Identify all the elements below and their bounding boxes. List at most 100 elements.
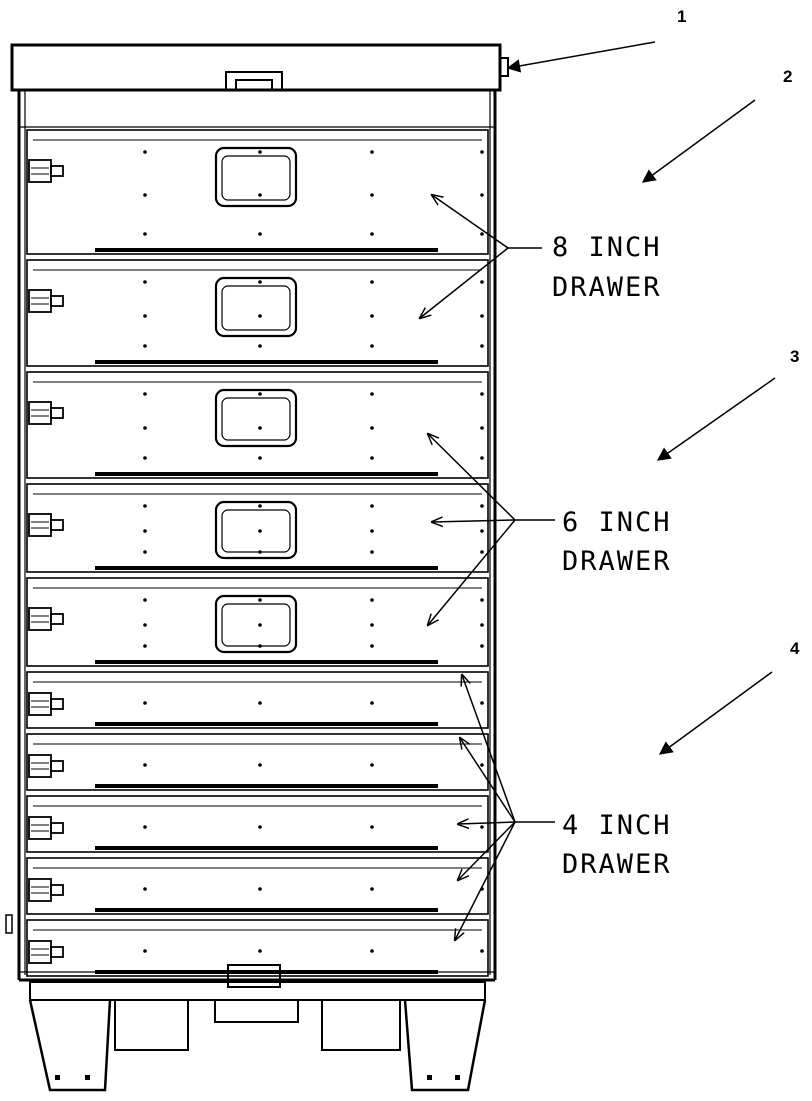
- leg-left-bolt-1: [55, 1075, 60, 1080]
- drawer-latch[interactable]: [28, 401, 52, 425]
- drawer-handle[interactable]: [214, 594, 298, 654]
- leg-left: [28, 999, 112, 1092]
- drawer-handle[interactable]: [214, 146, 298, 208]
- drawer[interactable]: [26, 671, 489, 729]
- drawer-latch[interactable]: [28, 754, 52, 778]
- drawer-rivet: [258, 598, 262, 602]
- callout-2: 2: [641, 67, 792, 183]
- drawer-handle-inner: [221, 155, 291, 201]
- drawer-rivet: [370, 825, 374, 829]
- drawer-front: [26, 795, 489, 853]
- drawer[interactable]: [26, 857, 489, 915]
- drawer-rivet: [480, 949, 484, 953]
- drawer-latch[interactable]: [28, 940, 52, 964]
- callout-3: 3: [656, 347, 799, 461]
- drawer-rivet: [258, 949, 262, 953]
- drawer[interactable]: [26, 795, 489, 853]
- drawer-rivet: [480, 456, 484, 460]
- leader-4in-5: [455, 821, 516, 940]
- drawer-rivet: [143, 644, 147, 648]
- drawer-label-8in-line2: DRAWER: [552, 272, 662, 303]
- drawer-rivet: [143, 949, 147, 953]
- drawer-front: [26, 733, 489, 791]
- drawer-rivet: [370, 887, 374, 891]
- drawer-rivet: [258, 193, 262, 197]
- drawer-rivet: [370, 456, 374, 460]
- drawer[interactable]: [26, 577, 489, 667]
- drawer-latch[interactable]: [28, 607, 52, 631]
- drawer-front: [26, 577, 489, 667]
- drawer-rivet: [258, 344, 262, 348]
- drawer-handle[interactable]: [214, 500, 298, 560]
- callout-3-arrow: [656, 377, 776, 461]
- base-center-left-foot: [114, 1000, 189, 1051]
- cabinet-body: [5, 43, 509, 982]
- callout-4-arrow: [658, 671, 773, 755]
- drawer-rivet: [258, 232, 262, 236]
- drawer-rivet: [258, 150, 262, 154]
- drawer-latch[interactable]: [28, 878, 52, 902]
- drawer-rivet: [258, 623, 262, 627]
- drawer-rivet: [480, 280, 484, 284]
- callout-1-number: 1: [677, 7, 686, 26]
- drawer-label-6in-line2: DRAWER: [562, 546, 672, 577]
- drawer-rivet: [480, 529, 484, 533]
- drawer-latch[interactable]: [28, 692, 52, 716]
- drawer-latch-tab: [50, 165, 64, 177]
- drawer-handle[interactable]: [214, 388, 298, 448]
- drawer-latch-tab: [50, 822, 64, 834]
- drawer-latch[interactable]: [28, 289, 52, 313]
- drawer-rivet: [480, 644, 484, 648]
- drawer[interactable]: [26, 919, 489, 977]
- drawer[interactable]: [26, 259, 489, 367]
- drawer-front: [26, 857, 489, 915]
- drawer-rivet: [143, 314, 147, 318]
- drawer-rivet: [143, 232, 147, 236]
- drawer-rivet: [370, 426, 374, 430]
- drawer-handle-inner: [221, 285, 291, 331]
- drawer-rivet: [370, 644, 374, 648]
- drawer-latch[interactable]: [28, 816, 52, 840]
- drawer[interactable]: [26, 371, 489, 479]
- drawer-rivet: [143, 392, 147, 396]
- callout-1: 1: [506, 7, 686, 73]
- drawer-rivet: [143, 456, 147, 460]
- drawer-rivet: [258, 701, 262, 705]
- drawer-rivet: [258, 644, 262, 648]
- drawer-latch[interactable]: [28, 159, 52, 183]
- drawer-rivet: [480, 344, 484, 348]
- drawer-rivet: [480, 193, 484, 197]
- drawer-rivet: [370, 504, 374, 508]
- drawer-rivet: [480, 426, 484, 430]
- drawer-latch[interactable]: [28, 513, 52, 537]
- drawer-front: [26, 919, 489, 977]
- drawer-rivet: [143, 598, 147, 602]
- callout-3-number: 3: [790, 347, 799, 366]
- cabinet-base: [28, 964, 487, 1092]
- leg-right-bolt-1: [427, 1075, 432, 1080]
- drawer[interactable]: [26, 129, 489, 255]
- drawer-front: [26, 483, 489, 573]
- leader-8in-lower: [420, 247, 509, 318]
- drawer-rivet: [480, 504, 484, 508]
- drawer-label-8in-line1: 8 INCH: [552, 232, 662, 263]
- drawer[interactable]: [26, 483, 489, 573]
- drawer[interactable]: [26, 733, 489, 791]
- drawer-rivet: [143, 280, 147, 284]
- drawer-handle[interactable]: [214, 276, 298, 338]
- cabinet-top-lid: [10, 43, 502, 92]
- drawer-rivet: [143, 701, 147, 705]
- drawer-rivet: [370, 193, 374, 197]
- drawer-rivet: [258, 825, 262, 829]
- drawer-rivet: [480, 825, 484, 829]
- drawer-rivet: [143, 193, 147, 197]
- drawer-rivet: [143, 763, 147, 767]
- leader-4in-1: [462, 675, 516, 823]
- leader-8in-upper: [432, 195, 509, 249]
- drawer-rivet: [258, 280, 262, 284]
- drawer-rivet: [370, 232, 374, 236]
- drawer-rivet: [480, 314, 484, 318]
- leader-6in-upper: [428, 434, 516, 521]
- drawer-latch-tab: [50, 407, 64, 419]
- drawer-latch-tab: [50, 946, 64, 958]
